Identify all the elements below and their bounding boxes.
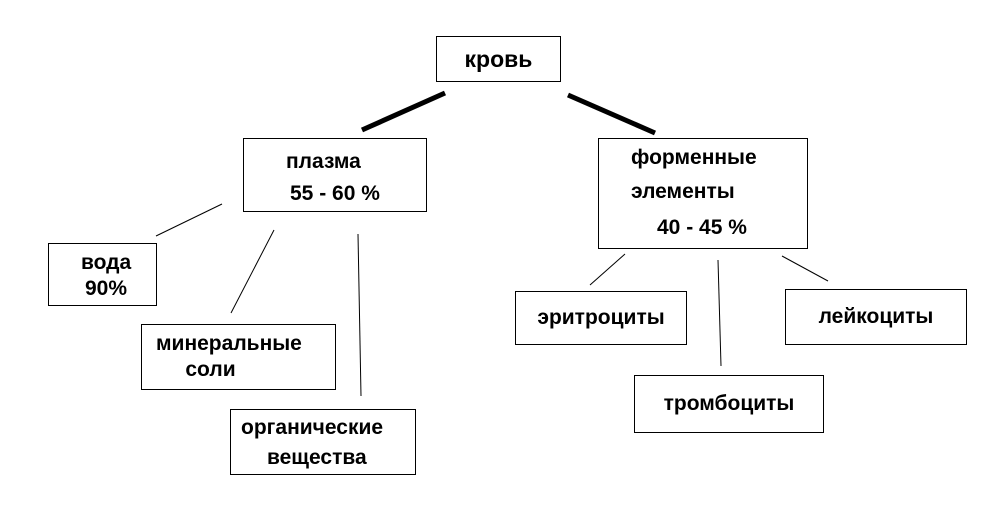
node-water: вода 90% (48, 243, 157, 306)
node-water-percent: 90% (85, 277, 128, 300)
node-formed-elements: форменные элементы 40 - 45 % (598, 138, 808, 249)
node-formed-percent: 40 - 45 % (657, 216, 747, 239)
edge-formed-leukocytes (781, 255, 829, 282)
edge-formed-thrombocytes (717, 259, 722, 367)
node-thrombocytes-label: тромбоциты (663, 392, 795, 415)
node-plasma-percent: 55 - 60 % (290, 182, 380, 205)
node-mineral-line2: соли (185, 358, 236, 381)
node-formed-line2: элементы (631, 180, 735, 203)
node-leukocytes-label: лейкоциты (818, 305, 934, 328)
node-plasma-title: плазма (286, 150, 361, 173)
edge-blood-plasma (360, 90, 447, 133)
node-mineral-line1: минеральные (156, 332, 302, 355)
node-organic-line1: органические (241, 416, 384, 439)
edge-blood-formed (566, 92, 657, 136)
node-formed-line1: форменные (631, 146, 757, 169)
node-organic-line2: вещества (267, 446, 367, 469)
node-water-title: вода (81, 251, 132, 274)
node-blood-label: кровь (464, 46, 533, 72)
node-organic-substances: органические вещества (230, 409, 416, 475)
node-mineral-salts: минеральные соли (141, 324, 336, 390)
edge-plasma-mineral (230, 229, 275, 314)
node-erythrocytes: эритроциты (515, 291, 687, 345)
edge-formed-erythrocytes (589, 253, 626, 286)
edge-plasma-water (155, 203, 223, 237)
node-erythrocytes-label: эритроциты (537, 306, 665, 329)
edge-plasma-organic (357, 233, 362, 397)
node-blood: кровь (436, 36, 561, 82)
node-leukocytes: лейкоциты (785, 289, 967, 345)
node-plasma: плазма 55 - 60 % (243, 138, 427, 212)
node-thrombocytes: тромбоциты (634, 375, 824, 433)
